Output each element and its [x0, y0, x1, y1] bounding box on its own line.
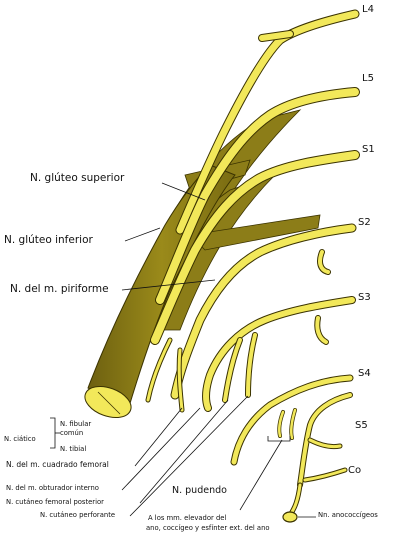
label-obturador-interno: N. del m. obturador interno — [6, 484, 99, 492]
root-label-l4: L4 — [362, 4, 374, 15]
label-tibial: N. tibial — [60, 445, 87, 453]
label-gluteo-superior: N. glúteo superior — [30, 172, 125, 184]
label-cutaneo-femoral-posterior: N. cutáneo femoral posterior — [6, 498, 104, 506]
label-piriforme: N. del m. piriforme — [10, 283, 109, 295]
label-fibular-comun-1: N. fibular — [60, 420, 92, 428]
label-cutaneo-perforante: N. cutáneo perforante — [40, 511, 116, 519]
root-label-s4: S4 — [358, 368, 371, 379]
root-label-co: Co — [348, 465, 362, 476]
nerve-roots — [145, 9, 360, 523]
label-anococcigeos: Nn. anococcígeos — [318, 511, 378, 519]
label-elevador-1: A los mm. elevador del — [148, 514, 227, 522]
root-label-s5: S5 — [355, 420, 368, 431]
root-label-s1: S1 — [362, 144, 375, 155]
label-ciatico: N. ciático — [4, 435, 36, 443]
root-label-s2: S2 — [358, 217, 371, 228]
root-label-l5: L5 — [362, 73, 374, 84]
label-pudendo: N. pudendo — [172, 485, 227, 496]
leader-lines — [50, 182, 316, 518]
label-fibular-comun-2: común — [60, 429, 84, 437]
label-elevador-2: ano, coccígeo y esfínter ext. del ano — [146, 524, 270, 532]
label-cuadrado-femoral: N. del m. cuadrado femoral — [6, 460, 109, 469]
root-label-s3: S3 — [358, 292, 371, 303]
label-gluteo-inferior: N. glúteo inferior — [4, 234, 93, 246]
